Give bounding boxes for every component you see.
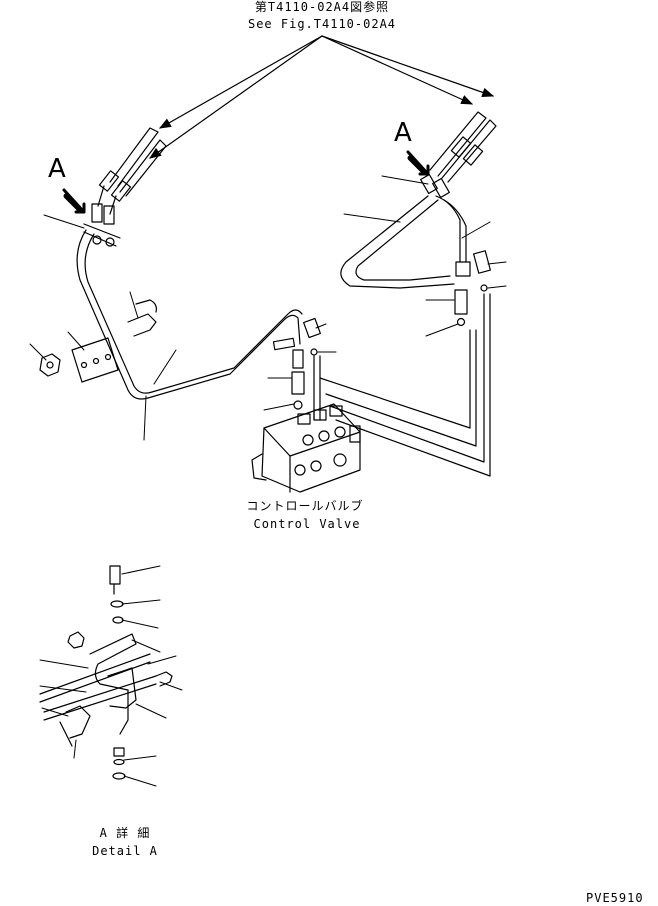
drawing-code: PVE5910	[586, 891, 644, 905]
right-tube-assembly	[340, 173, 491, 327]
reference-note-jp: 第T4110-02A4図参照	[254, 0, 390, 14]
right-hose-ends	[429, 111, 497, 183]
leader-lines	[29, 175, 507, 441]
view-arrows	[62, 150, 430, 214]
valve-piping	[313, 293, 491, 477]
left-tube-assembly	[76, 203, 303, 400]
detail-a-label-jp: A 詳 細	[99, 826, 151, 840]
reference-note-en: See Fig.T4110-02A4	[247, 17, 397, 31]
control-valve-label-jp: コントロールバルブ	[246, 499, 364, 513]
control-valve-drawing	[251, 403, 361, 493]
left-hose-ends	[97, 127, 167, 215]
view-marker-a-left: A	[48, 154, 66, 184]
view-marker-a-right: A	[394, 118, 412, 148]
reference-arrows	[149, 35, 495, 159]
detail-a-label-en: Detail A	[92, 844, 158, 858]
left-small-parts	[39, 299, 321, 410]
control-valve-label-en: Control Valve	[253, 517, 361, 531]
detail-a-drawing	[39, 565, 183, 787]
